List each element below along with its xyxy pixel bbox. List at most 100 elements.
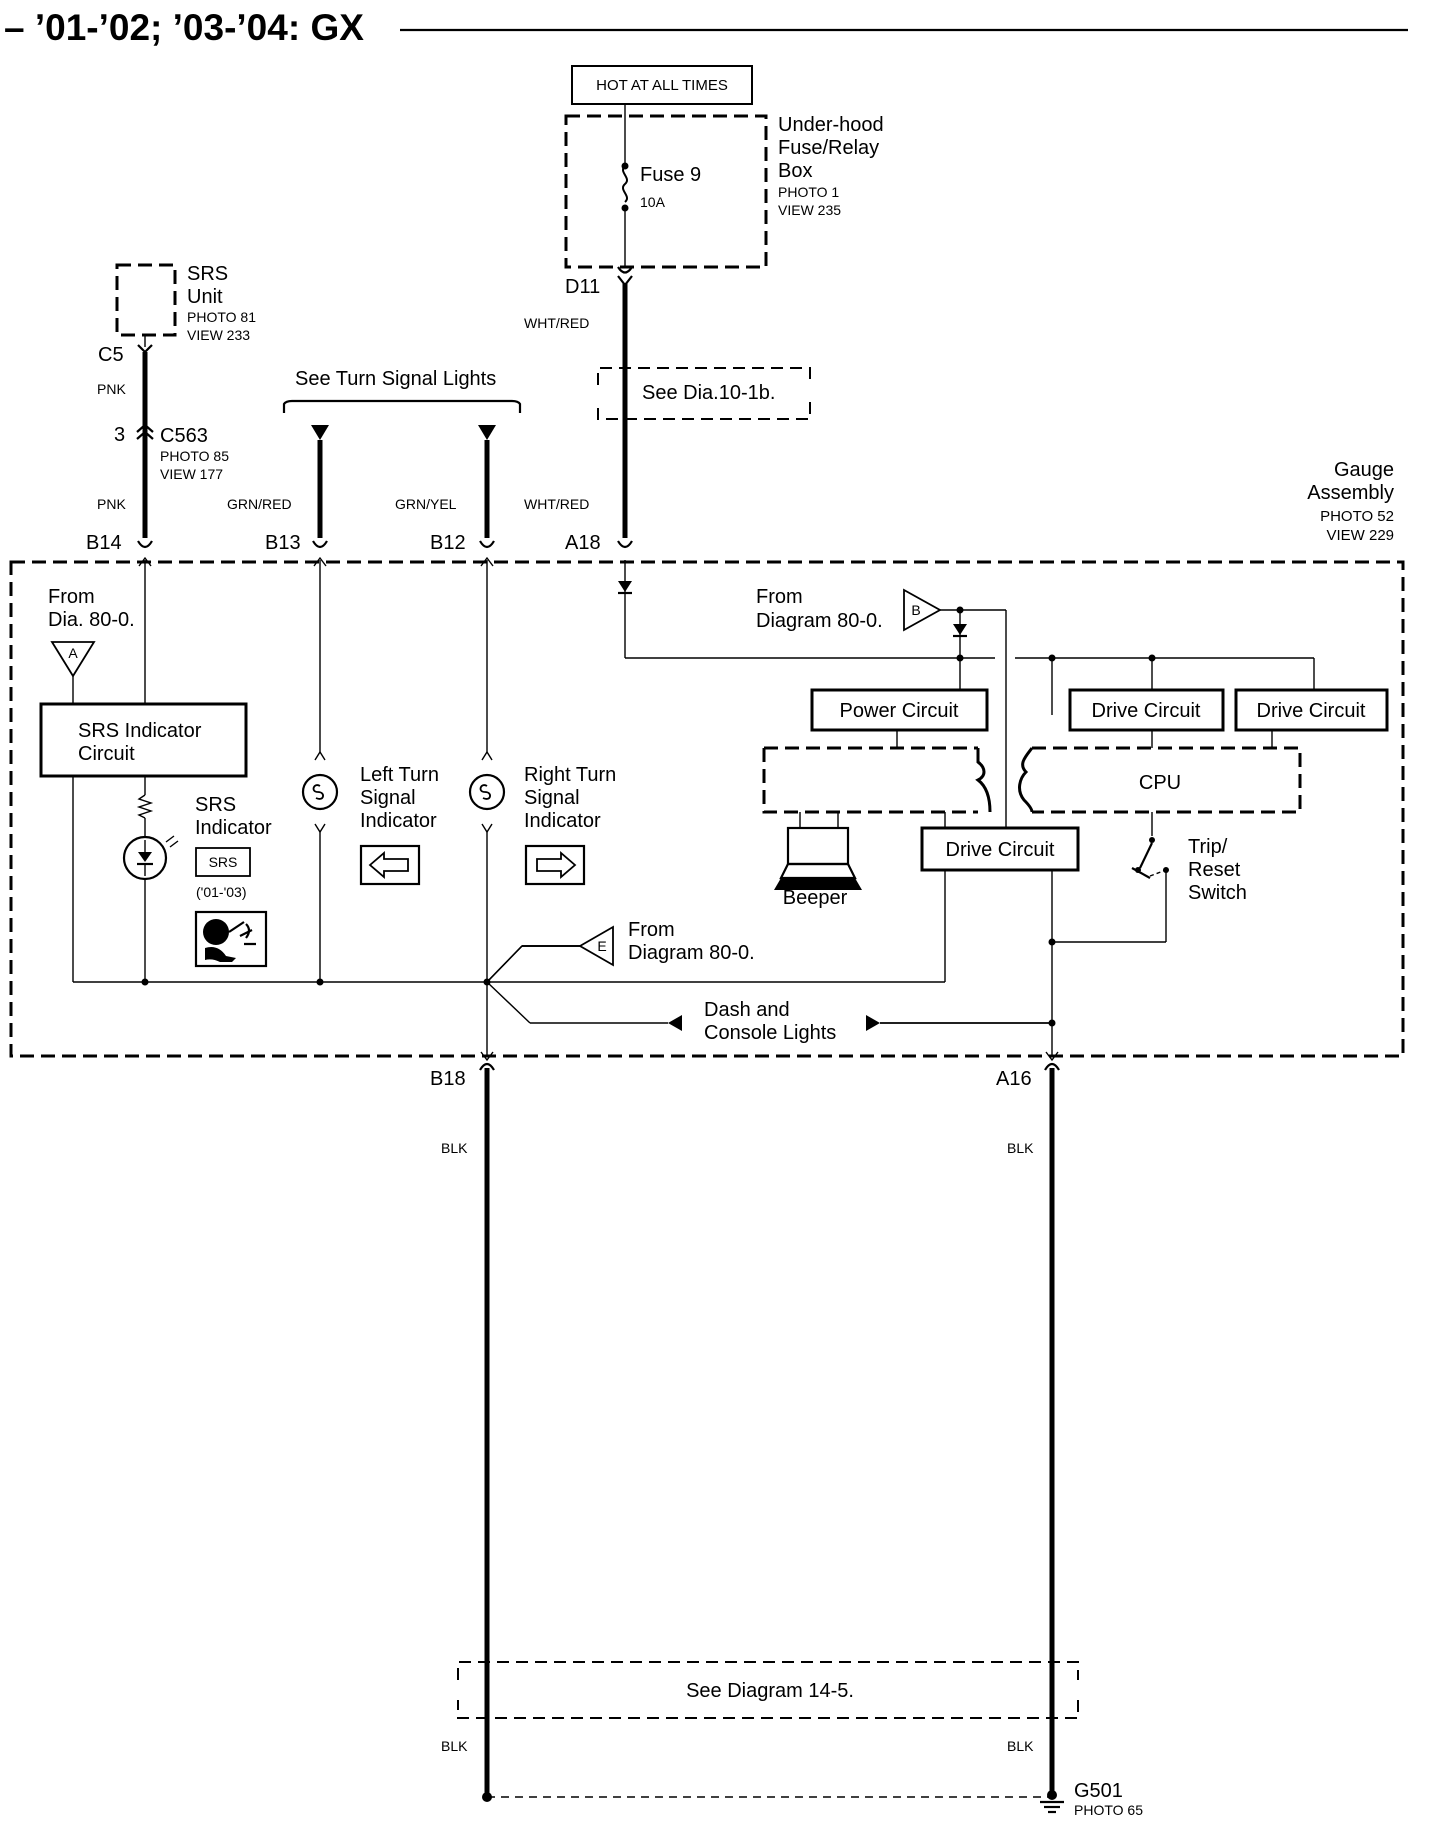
left-turn-line-1: Left Turn: [360, 764, 439, 786]
fuse-box-name-2: Fuse/Relay: [778, 137, 879, 159]
gauge-bottom-connectors: [479, 1051, 1060, 1071]
c563-photo: PHOTO 85: [160, 448, 229, 464]
wire-color-grn-yel: GRN/YEL: [395, 496, 457, 512]
ground-symbol-icon: [1040, 1790, 1064, 1814]
beeper-icon: [774, 826, 862, 890]
wire-color-blk-4: BLK: [1007, 1738, 1034, 1754]
beeper-driver-section: [762, 746, 978, 814]
power-source-label: HOT AT ALL TIMES: [596, 77, 728, 94]
fuse-box-view: VIEW 235: [778, 202, 841, 218]
fuse-rating: 10A: [640, 194, 666, 210]
drive-circuit-label-2: Drive Circuit: [1257, 700, 1366, 722]
from-a-marker-icon: [50, 641, 96, 678]
srs-indicator-circuit-line-2: Circuit: [78, 743, 135, 765]
gauge-name-1: Gauge: [1334, 459, 1394, 481]
srs-unit-view: VIEW 233: [187, 327, 250, 343]
left-arrow-icon: [359, 844, 421, 886]
srs-indicator-circuit-box: [39, 702, 248, 778]
srs-unit-box: [115, 263, 177, 337]
wire-color-pnk-bottom: PNK: [97, 496, 126, 512]
power-circuit-label: Power Circuit: [840, 700, 959, 722]
from-a-line-1: From: [48, 586, 95, 608]
turn-signal-bracket: [282, 399, 522, 413]
drive-circuit-box-2: [1234, 688, 1389, 732]
cpu-section: [1032, 746, 1302, 814]
wire-color-blk-3: BLK: [441, 1738, 468, 1754]
fuse-name: Fuse 9: [640, 164, 701, 186]
fuse-box-name-3: Box: [778, 160, 812, 182]
drive-circuit-box-3: [920, 826, 1080, 872]
c563-name: C563: [160, 425, 208, 447]
from-b-marker-icon: [903, 588, 942, 632]
terminal-b12: B12: [430, 532, 466, 554]
see-dia-14-bracket: [457, 1661, 1079, 1719]
diode-b-icon: [953, 624, 967, 635]
see-dia-14-label: See Diagram 14-5.: [686, 1680, 854, 1702]
right-turn-line-3: Indicator: [524, 810, 601, 832]
fuse-icon: [622, 165, 628, 203]
srs-indicator-line-1: SRS: [195, 794, 236, 816]
srs-badge-box: [195, 847, 251, 877]
c563-view: VIEW 177: [160, 466, 223, 482]
srs-unit-name-2: Unit: [187, 286, 223, 308]
from-e-line-1: From: [628, 919, 675, 941]
right-arrow-icon: [524, 844, 586, 886]
terminal-a18: A18: [565, 532, 601, 554]
terminal-b13: B13: [265, 532, 301, 554]
connector-d11-icon: [617, 266, 633, 274]
terminal-a16: A16: [996, 1068, 1032, 1090]
fuse-box-name-1: Under-hood: [778, 114, 884, 136]
trip-switch-line-3: Switch: [1188, 882, 1247, 904]
see-dia-10-bracket: [597, 367, 811, 420]
wire-color-wht-red-top: WHT/RED: [524, 315, 589, 331]
left-turn-line-3: Indicator: [360, 810, 437, 832]
srs-unit-name-1: SRS: [187, 263, 228, 285]
gauge-photo: PHOTO 52: [1320, 508, 1394, 525]
dash-lights-left-arrow-icon: [668, 1015, 682, 1031]
gauge-assembly-box: [9, 560, 1405, 1058]
see-turn-signal-label: See Turn Signal Lights: [295, 368, 496, 390]
gauge-view: VIEW 229: [1326, 527, 1394, 544]
ground-name: G501: [1074, 1780, 1123, 1802]
fuse-box-photo: PHOTO 1: [778, 184, 839, 200]
drive-circuit-label-3: Drive Circuit: [946, 839, 1055, 861]
srs-indicator-circuit-line-1: SRS Indicator: [78, 720, 202, 742]
from-b-line-2: Diagram 80-0.: [756, 610, 883, 632]
right-turn-line-2: Signal: [524, 787, 580, 809]
beeper-label: Beeper: [783, 887, 848, 909]
power-source-box: [571, 65, 753, 105]
srs-unit-photo: PHOTO 81: [187, 309, 256, 325]
drive-circuit-label-1: Drive Circuit: [1092, 700, 1201, 722]
wire-color-wht-red: WHT/RED: [524, 496, 589, 512]
wire-color-grn-red: GRN/RED: [227, 496, 292, 512]
trip-switch-line-1: Trip/: [1188, 836, 1228, 858]
power-circuit-box: [810, 688, 989, 732]
gauge-name-2: Assembly: [1307, 482, 1394, 504]
ground-photo: PHOTO 65: [1074, 1802, 1143, 1818]
cpu-label: CPU: [1139, 772, 1181, 794]
from-a-marker: A: [68, 645, 78, 661]
left-turn-bulb-icon: [301, 750, 339, 834]
arrow-b13-icon: [311, 425, 329, 440]
trip-switch-line-2: Reset: [1188, 859, 1241, 881]
from-e-marker-icon: [578, 925, 614, 967]
led-rays-icon: [165, 835, 179, 848]
wire-color-blk-1: BLK: [441, 1140, 468, 1156]
dash-lights-line-2: Console Lights: [704, 1022, 836, 1044]
left-turn-line-2: Signal: [360, 787, 416, 809]
diode-a18-icon: [618, 581, 632, 592]
wire-color-blk-2: BLK: [1007, 1140, 1034, 1156]
airbag-warning-icon: [194, 910, 268, 968]
trip-reset-switch-icon: [1131, 837, 1169, 879]
arrow-b12-icon: [478, 425, 496, 440]
dash-lights-line-1: Dash and: [704, 999, 790, 1021]
right-turn-bulb-icon: [468, 750, 506, 834]
from-a-line-2: Dia. 80-0.: [48, 609, 135, 631]
terminal-d11: D11: [565, 276, 600, 298]
gauge-internal-wiring: [72, 560, 1315, 1056]
terminal-b18: B18: [430, 1068, 466, 1090]
c563-pin: 3: [114, 424, 125, 446]
terminal-b14: B14: [86, 532, 122, 554]
srs-indicator-line-2: Indicator: [195, 817, 272, 839]
